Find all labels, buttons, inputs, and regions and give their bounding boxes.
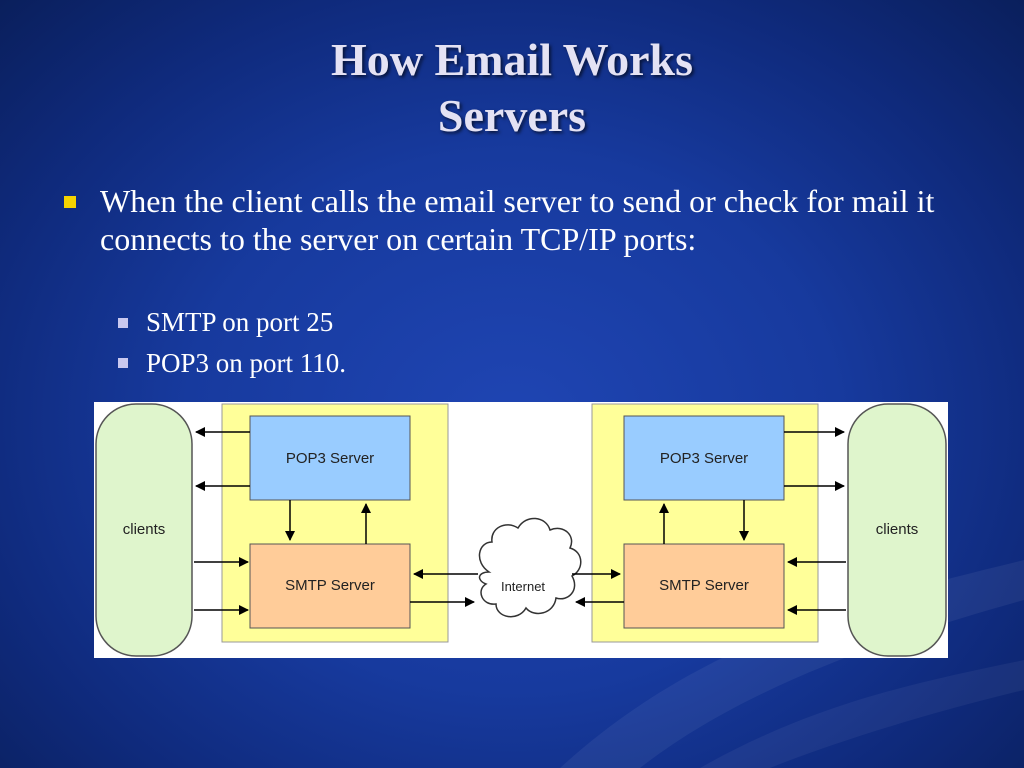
right-internet-arrows	[572, 569, 624, 607]
sub-bullet-smtp: SMTP on port 25	[146, 307, 334, 337]
right-client-arrows	[784, 427, 846, 615]
right-pop3-label: POP3 Server	[660, 450, 748, 467]
left-pop3-label: POP3 Server	[286, 450, 374, 467]
right-smtp-label: SMTP Server	[659, 577, 749, 594]
right-smtp-box	[623, 543, 785, 629]
sub-bullet-square-icon	[118, 318, 128, 328]
left-clients-box	[95, 403, 193, 657]
bullet-text: When the client calls the email server t…	[100, 183, 935, 257]
right-clients-label: clients	[876, 521, 919, 538]
left-client-arrows	[194, 427, 250, 615]
email-flow-diagram: clients clients POP3 Server SMTP Server …	[94, 402, 948, 658]
left-pop3-box	[249, 415, 411, 501]
bullet-square-icon	[64, 196, 76, 208]
right-server-arrows	[659, 500, 749, 544]
slide-title: How Email Works Servers	[0, 32, 1024, 144]
right-clients-box	[847, 403, 947, 657]
internet-cloud	[478, 517, 582, 618]
left-smtp-box	[249, 543, 411, 629]
title-line-1: How Email Works	[330, 34, 694, 85]
internet-label: Internet	[501, 579, 545, 594]
left-internet-arrows	[410, 569, 478, 607]
sub-bullet-pop3: POP3 on port 110.	[146, 348, 347, 378]
left-server-arrows	[285, 500, 371, 544]
title-line-2: Servers	[437, 90, 587, 141]
left-clients-label: clients	[123, 521, 166, 538]
right-pop3-box	[623, 415, 785, 501]
left-smtp-label: SMTP Server	[285, 577, 375, 594]
sub-bullet-square-icon	[118, 358, 128, 368]
